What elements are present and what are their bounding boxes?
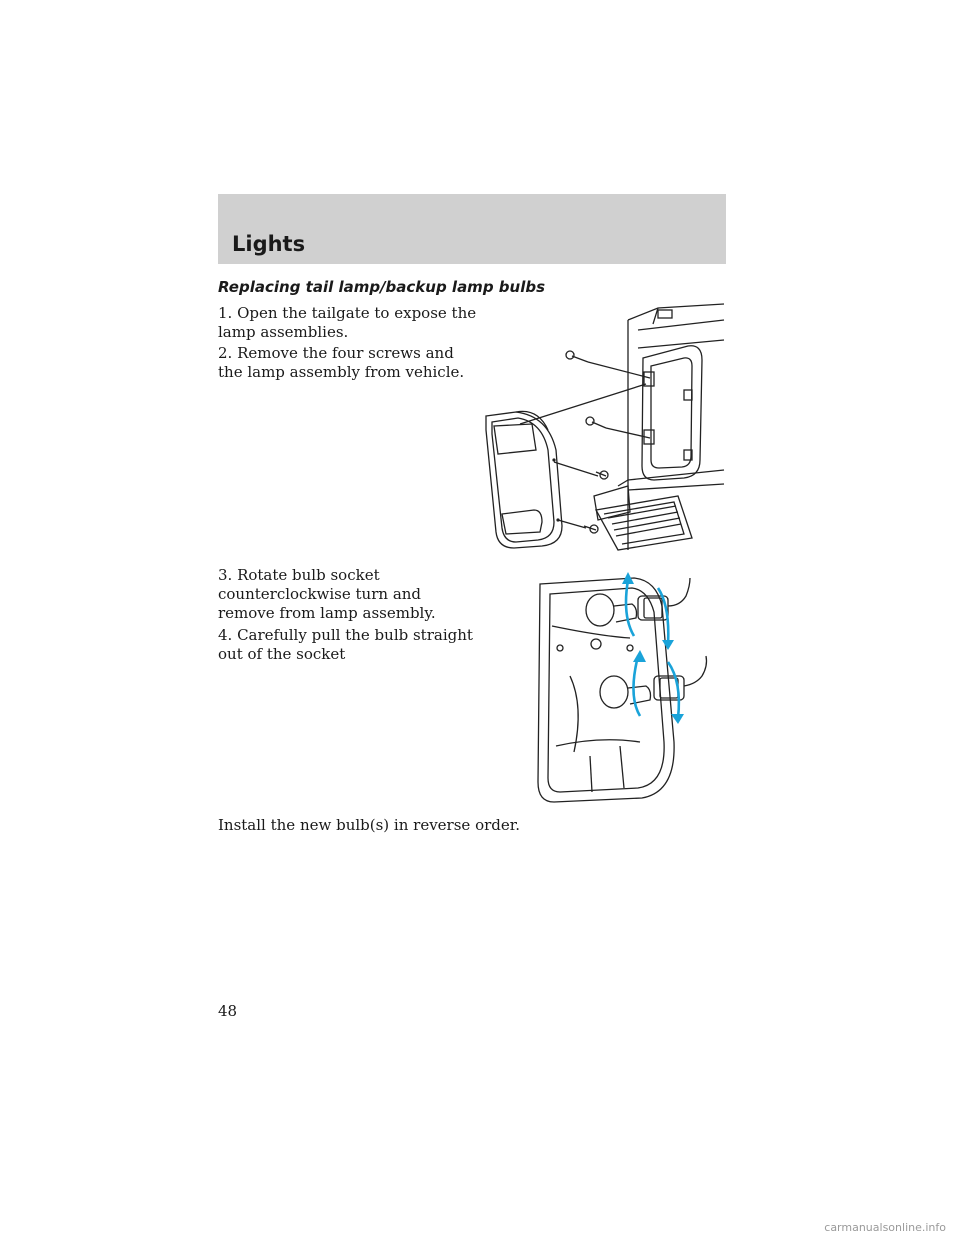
step-2: 2. Remove the four screws and the lamp a… — [218, 344, 465, 381]
step-3: 3. Rotate bulb socket counterclockwise t… — [218, 566, 436, 622]
section-title: Replacing tail lamp/backup lamp bulbs — [218, 278, 545, 296]
header-band: Lights — [218, 194, 726, 264]
page-title: Lights — [232, 232, 306, 256]
closing-instruction: Install the new bulb(s) in reverse order… — [218, 816, 521, 834]
bulb-socket-illustration — [537, 572, 708, 803]
step-1: 1. Open the tailgate to expose the lamp … — [218, 304, 477, 341]
tail-lamp-removal-illustration — [485, 303, 725, 551]
watermark-logo: carmanualsonline.info — [824, 1221, 946, 1234]
page-number: 48 — [218, 1002, 238, 1020]
step-4: 4. Carefully pull the bulb straight out … — [218, 626, 473, 663]
